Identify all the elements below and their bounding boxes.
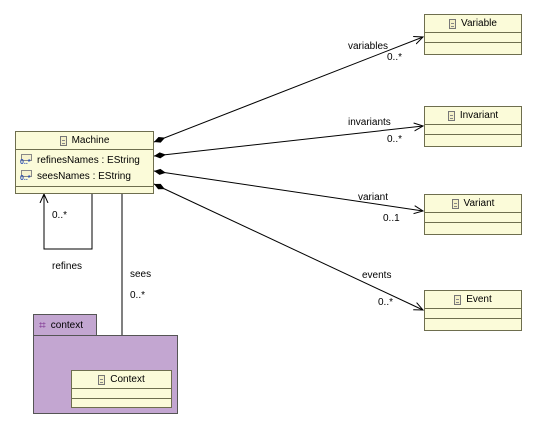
invariant-class[interactable]: Invariant <box>424 106 522 147</box>
machine-attributes: 0..* refinesNames : EString 0..* seesNam… <box>16 150 153 187</box>
machine-operations <box>16 187 153 195</box>
refines-association[interactable] <box>44 194 93 250</box>
context-operations <box>72 399 171 408</box>
refines-role-label: refines <box>52 261 83 272</box>
attribute-row[interactable]: 0..* seesNames : EString <box>16 168 153 184</box>
attribute-icon: 0..* <box>20 169 34 183</box>
variant-class[interactable]: Variant <box>424 194 522 235</box>
variant-class-name: Variant <box>463 198 495 209</box>
package-icon: ⌗ <box>39 318 46 332</box>
invariants-association[interactable] <box>153 126 423 156</box>
context-class[interactable]: Context <box>71 370 172 408</box>
attribute-row[interactable]: 0..* refinesNames : EString <box>16 152 153 168</box>
class-icon <box>449 18 457 29</box>
sees-multiplicity: 0..* <box>130 290 146 301</box>
variant-attributes <box>425 213 521 223</box>
sees-role-label: sees <box>130 269 152 280</box>
variant-operations <box>425 223 521 232</box>
class-icon <box>98 374 106 385</box>
variable-class-name: Variable <box>461 18 497 29</box>
package-name: context <box>50 319 84 331</box>
variable-class[interactable]: Variable <box>424 14 522 55</box>
events-multiplicity: 0..* <box>378 297 394 308</box>
context-attributes <box>72 389 171 399</box>
class-icon <box>454 294 462 305</box>
machine-class-name: Machine <box>71 135 110 146</box>
variant-multiplicity: 0..1 <box>383 213 400 224</box>
invariant-class-name: Invariant <box>459 110 499 121</box>
event-attributes <box>425 309 521 319</box>
events-role-label: events <box>362 270 392 281</box>
variable-header: Variable <box>425 15 521 33</box>
invariant-attributes <box>425 125 521 135</box>
event-class-name: Event <box>466 294 492 305</box>
variable-attributes <box>425 33 521 43</box>
class-icon <box>451 198 459 209</box>
invariant-operations <box>425 135 521 144</box>
variant-header: Variant <box>425 195 521 213</box>
attribute-icon: 0..* <box>20 153 34 167</box>
class-icon <box>447 110 455 121</box>
context-header: Context <box>72 371 171 389</box>
event-class[interactable]: Event <box>424 290 522 331</box>
attribute-label: refinesNames : EString <box>37 154 140 166</box>
refines-multiplicity: 0..* <box>52 210 68 221</box>
context-package-tab[interactable]: ⌗ context <box>33 314 97 336</box>
variant-association[interactable] <box>153 171 423 211</box>
events-association[interactable] <box>153 183 423 310</box>
attribute-label: seesNames : EString <box>37 170 131 182</box>
variable-operations <box>425 43 521 52</box>
variables-role-label: variables <box>348 41 389 52</box>
event-header: Event <box>425 291 521 309</box>
machine-class[interactable]: Machine 0..* refinesNames : EString 0..*… <box>15 131 154 194</box>
variables-multiplicity: 0..* <box>387 52 403 63</box>
invariants-multiplicity: 0..* <box>387 134 403 145</box>
event-operations <box>425 319 521 328</box>
class-icon <box>59 135 67 146</box>
invariant-header: Invariant <box>425 107 521 125</box>
machine-header: Machine <box>16 132 153 150</box>
variant-role-label: variant <box>358 192 389 203</box>
context-class-name: Context <box>110 374 145 385</box>
invariants-role-label: invariants <box>348 117 391 128</box>
